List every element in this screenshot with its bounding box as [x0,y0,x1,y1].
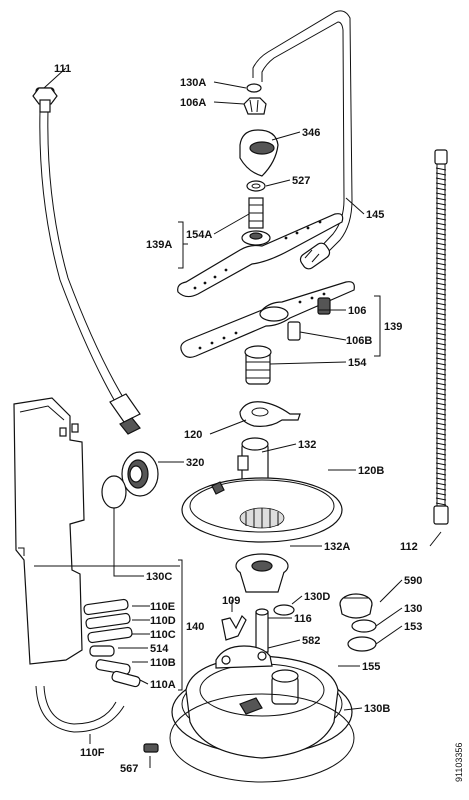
ring-130c [101,475,127,509]
sump-155 [169,608,355,783]
label-514: 514 [150,643,169,655]
label-130c: 130C [146,571,172,583]
ring-130 [351,619,377,633]
label-154a: 154A [186,229,212,241]
label-110a: 110A [150,679,176,691]
label-154: 154 [348,357,367,369]
label-112: 112 [400,541,418,553]
cap-590 [339,593,373,619]
label-582: 582 [302,635,320,647]
label-590: 590 [404,575,422,587]
pump-housing-140 [13,397,180,688]
label-130a: 130A [180,77,206,89]
lower-spray-arm-139 [180,281,355,385]
label-153: 153 [404,621,422,633]
label-130d: 130D [304,591,330,603]
disc-153 [347,636,377,652]
label-106b: 106B [346,335,372,347]
label-567: 567 [120,763,138,775]
drain-hose-112 [433,149,449,525]
label-106: 106 [348,305,366,317]
label-320: 320 [186,457,204,469]
label-527: 527 [292,175,310,187]
filter-assembly [181,401,343,593]
leader-lines [43,67,442,768]
label-120b: 120B [358,465,384,477]
upper-spray-arm-139a [177,83,344,298]
drawing-number: 91103356 [454,743,464,782]
label-145: 145 [366,209,384,221]
label-110c: 110C [150,629,176,641]
label-116: 116 [294,613,312,625]
label-120: 120 [184,429,202,441]
label-130: 130 [404,603,422,615]
label-106a: 106A [180,97,206,109]
label-139: 139 [384,321,402,333]
label-346: 346 [302,127,320,139]
inlet-hose-111 [32,87,141,435]
label-132: 132 [298,439,316,451]
label-111: 111 [54,63,71,75]
label-155: 155 [362,661,380,673]
label-110b: 110B [150,657,176,669]
hose-110f [35,685,125,733]
clip-567 [143,743,159,753]
label-109: 109 [222,595,240,607]
label-110d: 110D [150,615,176,627]
ring-130d [273,604,295,616]
label-130b: 130B [364,703,390,715]
pump-seal-320 [121,451,159,497]
label-139a: 139A [146,239,172,251]
label-110e: 110E [150,601,175,613]
label-110f: 110F [80,747,105,759]
label-132a: 132A [324,541,350,553]
label-140: 140 [186,621,204,633]
